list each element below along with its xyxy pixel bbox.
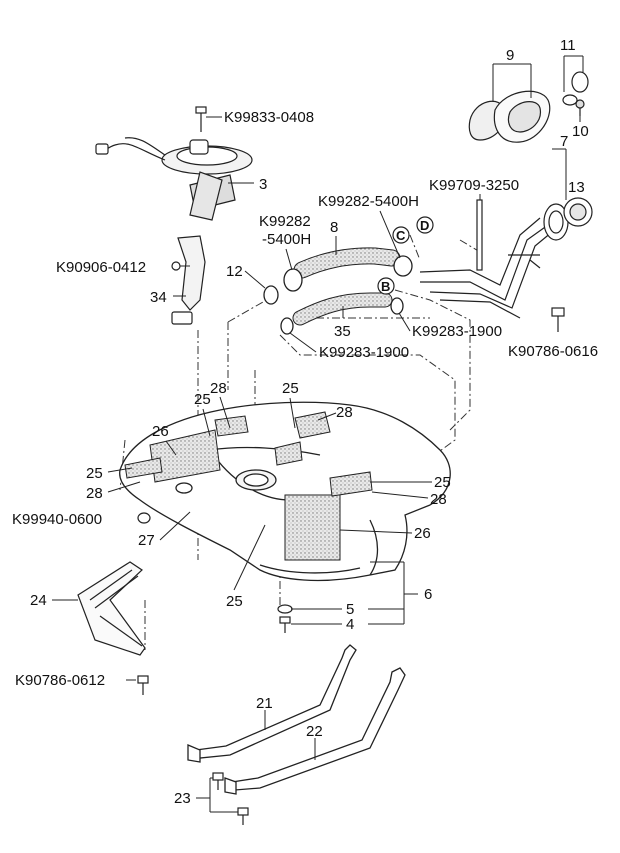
connector-d: D — [420, 218, 429, 233]
label-k90906-0412: K90906-0412 — [56, 259, 146, 276]
tank-strap-21 — [187, 644, 357, 763]
ref-21: 21 — [256, 695, 273, 712]
ref-26-a: 26 — [152, 423, 169, 440]
ref-11: 11 — [560, 37, 576, 54]
label-k99283-1900-b: K99283-1900 — [319, 344, 409, 361]
ref-34: 34 — [150, 289, 167, 306]
drain-plug — [277, 604, 293, 633]
ref-28-d: 28 — [430, 491, 447, 508]
connector-c: C — [396, 228, 406, 243]
fuel-pump-assembly — [95, 137, 253, 221]
ref-7: 7 — [560, 133, 568, 150]
label-k99833-0408: K99833-0408 — [224, 109, 314, 126]
bolt-k90786-0616 — [551, 307, 565, 332]
ref-4: 4 — [346, 616, 354, 633]
filler-hose-8 — [293, 247, 401, 279]
ref-22: 22 — [306, 723, 323, 740]
drain-grommet — [137, 512, 151, 524]
filler-housing-9 — [468, 90, 551, 143]
ref-28-a: 28 — [210, 380, 227, 397]
tank-strap-22 — [224, 667, 406, 795]
label-k90786-0616: K90786-0616 — [508, 343, 598, 360]
fuel-sender-bracket — [171, 235, 206, 325]
fuel-pump-bolt — [195, 106, 207, 132]
fuel-door-latch-11 — [562, 71, 589, 116]
ref-25-e: 25 — [226, 593, 243, 610]
hose-clamps — [263, 255, 413, 335]
ref-8: 8 — [330, 219, 338, 236]
ref-23: 23 — [174, 790, 191, 807]
ref-28-b: 28 — [336, 404, 353, 421]
ref-25-c: 25 — [86, 465, 103, 482]
ref-25-d: 25 — [434, 474, 451, 491]
ref-25-b: 25 — [282, 380, 299, 397]
label-k99940-0600: K99940-0600 — [12, 511, 102, 528]
ref-24: 24 — [30, 592, 47, 609]
ref-26-b: 26 — [414, 525, 431, 542]
ref-27: 27 — [138, 532, 155, 549]
label-k90786-0612: K90786-0612 — [15, 672, 105, 689]
label-k99282-line2: -5400H — [262, 231, 311, 248]
breather-hose-35 — [292, 292, 393, 326]
label-k99283-1900-a: K99283-1900 — [412, 323, 502, 340]
connector-b: B — [381, 279, 390, 294]
bolt-k90786-0612 — [137, 675, 149, 695]
ref-35: 35 — [334, 323, 351, 340]
label-k99282-5400h: K99282-5400H — [318, 193, 419, 210]
ref-6: 6 — [424, 586, 432, 603]
label-k99709-3250: K99709-3250 — [429, 177, 519, 194]
ref-10: 10 — [572, 123, 589, 140]
filler-neck-pipe — [419, 203, 569, 319]
ref-13: 13 — [568, 179, 585, 196]
ref-9: 9 — [506, 47, 514, 64]
label-k99282-line1: K99282 — [259, 213, 311, 230]
ref-12: 12 — [226, 263, 243, 280]
ref-3: 3 — [259, 176, 267, 193]
connector-markers — [377, 216, 434, 295]
heat-shield-24 — [77, 561, 146, 656]
ref-25-a: 25 — [194, 391, 211, 408]
cable-tie — [476, 199, 483, 271]
ref-28-c: 28 — [86, 485, 103, 502]
fuel-cap-13 — [563, 197, 593, 227]
ref-5: 5 — [346, 601, 354, 618]
